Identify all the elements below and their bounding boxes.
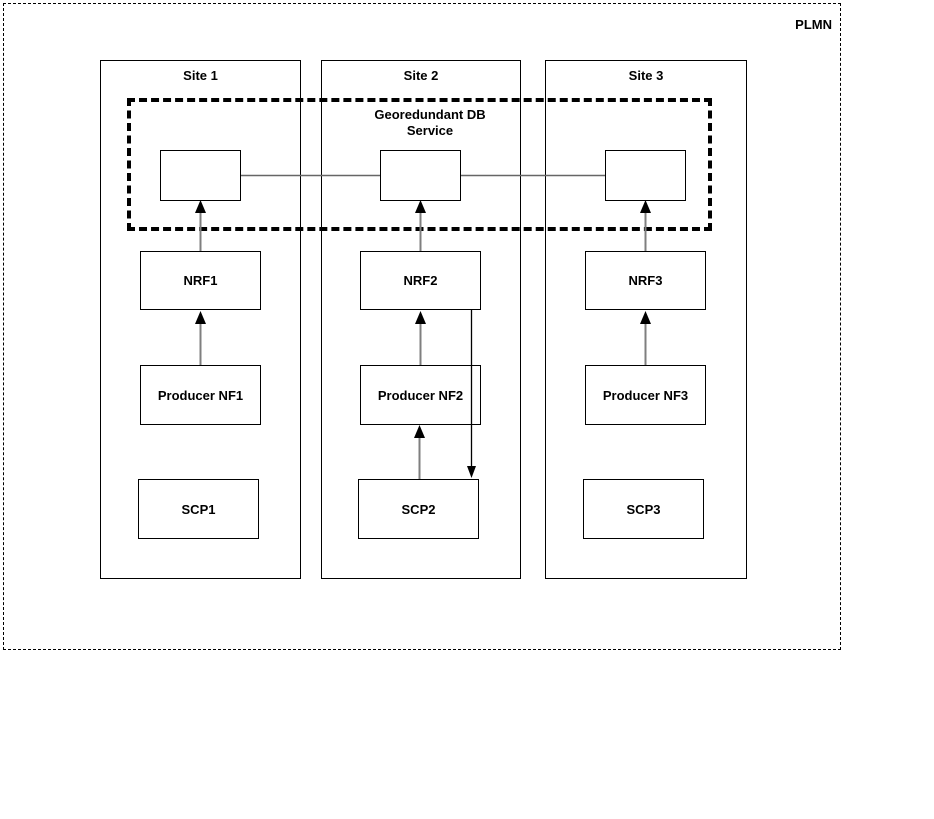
nrf1-node: NRF1 [140,251,261,310]
db-node-site1 [160,150,241,201]
producer-nf1-node: Producer NF1 [140,365,261,425]
site2-box: Site 2 [321,60,521,579]
site1-box: Site 1 [100,60,301,579]
scp1-node: SCP1 [138,479,259,539]
nrf3-node: NRF3 [585,251,706,310]
db-node-site2 [380,150,461,201]
scp3-node: SCP3 [583,479,704,539]
plmn-boundary-box [3,3,841,650]
plmn-label: PLMN [795,17,832,32]
producer-nf2-node: Producer NF2 [360,365,481,425]
scp2-node: SCP2 [358,479,479,539]
georedundant-db-service-label: Georedundant DB Service [374,107,486,138]
site3-box: Site 3 [545,60,747,579]
db-node-site3 [605,150,686,201]
site2-title: Site 2 [403,68,439,83]
producer-nf3-node: Producer NF3 [585,365,706,425]
site3-title: Site 3 [628,68,664,83]
nrf2-node: NRF2 [360,251,481,310]
site1-title: Site 1 [183,68,218,83]
